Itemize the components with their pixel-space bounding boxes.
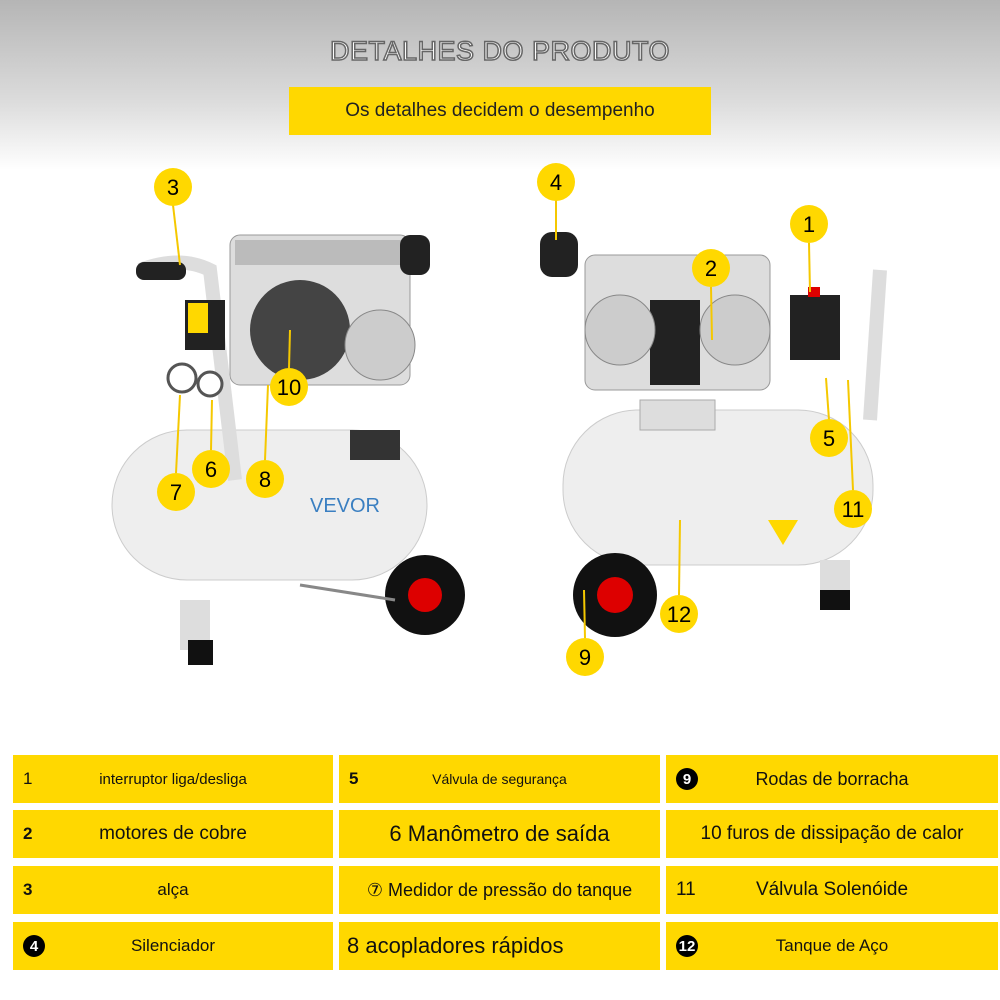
callout-10: 10 [270,368,308,406]
svg-text:5: 5 [823,426,835,451]
callout-8: 8 [246,460,284,498]
legend-item-7: ⑦ Medidor de pressão do tanque [339,866,660,914]
legend-item-10: 10 furos de dissipação de calor [666,810,998,858]
svg-text:4: 4 [550,170,562,195]
callout-5: 5 [810,419,848,457]
svg-text:6: 6 [205,457,217,482]
subtitle-banner: Os detalhes decidem o desempenho [289,87,711,135]
callout-12: 12 [660,595,698,633]
svg-text:7: 7 [170,480,182,505]
brand-logo: VEVOR [310,495,380,517]
callout-1: 1 [790,205,828,243]
callout-6: 6 [192,450,230,488]
svg-text:11: 11 [842,497,865,522]
callout-lines [172,200,854,639]
header-background [0,0,1000,170]
legend-item-8: 8 acopladores rápidos [339,922,660,970]
svg-text:1: 1 [803,212,815,237]
callout-9: 9 [566,638,604,676]
callout-4: 4 [537,163,575,201]
svg-text:12: 12 [667,602,691,627]
callout-11: 11 [834,490,872,528]
product-illustration: VEVOR 3 4 1 2 10 5 7 6 8 11 12 9 [111,163,887,676]
callout-2: 2 [692,249,730,287]
compressor-rear-view [540,232,887,637]
svg-text:9: 9 [579,645,591,670]
callout-markers: 3 4 1 2 10 5 7 6 8 11 12 9 [154,163,872,676]
page-title: DETALHES DO PRODUTO [329,35,671,67]
callout-7: 7 [157,473,195,511]
svg-text:8: 8 [259,467,271,492]
svg-text:3: 3 [167,175,179,200]
compressor-front-view: VEVOR [111,234,465,665]
svg-text:2: 2 [705,256,717,281]
callout-3: 3 [154,168,192,206]
svg-text:10: 10 [277,375,301,400]
legend-item-6: 6 Manômetro de saída [339,810,660,858]
